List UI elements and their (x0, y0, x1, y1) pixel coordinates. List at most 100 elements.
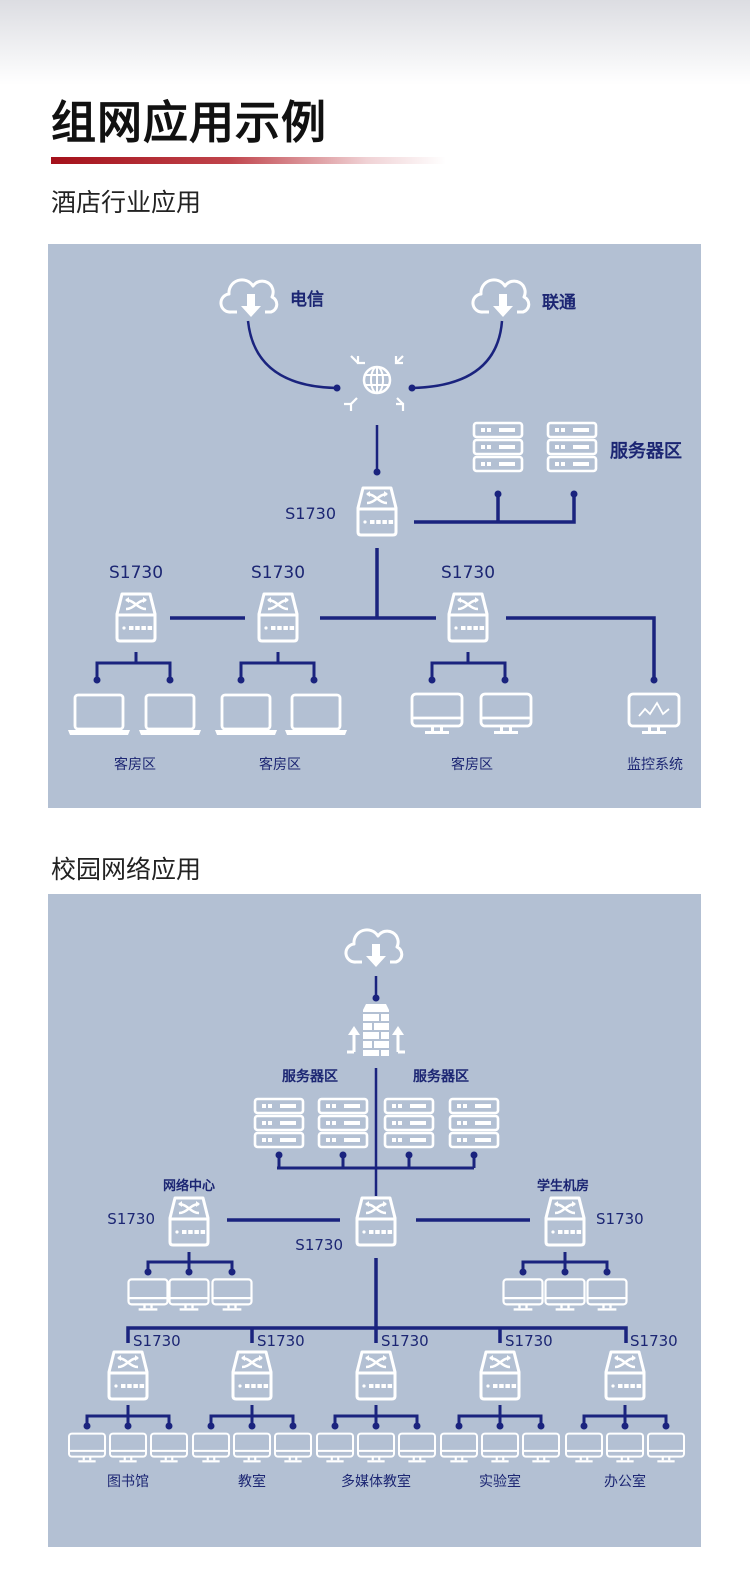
guest-room-zone-label: 客房区 (114, 756, 156, 773)
guest-room-zone-label: 客房区 (451, 756, 493, 773)
surveillance-link-line (506, 616, 656, 680)
cloud-download-icon (471, 278, 531, 317)
desktop-monitor-icon (127, 1278, 169, 1311)
desktop-monitor-icon (315, 1432, 355, 1463)
isp-link-telecom (246, 320, 337, 390)
isp-label-unicom: 联通 (542, 293, 576, 313)
access-switch-label: S1730 (630, 1332, 678, 1350)
branch-line (95, 661, 172, 680)
desktop-monitor-icon (191, 1432, 231, 1463)
desktop-monitor-icon (480, 1432, 520, 1463)
desktop-monitor-icon (356, 1432, 396, 1463)
guest-room-zone-label: 客房区 (259, 756, 301, 773)
desktop-monitor-icon (149, 1432, 189, 1463)
student-lab-label: 学生机房 (537, 1178, 589, 1194)
desktop-monitor-icon (586, 1278, 628, 1311)
laptop-icon (215, 693, 277, 735)
zone-label: 教室 (238, 1473, 266, 1490)
link-endpoint (580, 1422, 588, 1430)
link-endpoint (501, 676, 509, 684)
link-endpoint (650, 676, 658, 684)
link-endpoint (537, 1422, 545, 1430)
surveillance-label: 监控系统 (627, 757, 683, 773)
zone-label: 办公室 (604, 1473, 646, 1490)
server-rack-icon (253, 1097, 305, 1149)
desktop-monitor-icon (273, 1432, 313, 1463)
link-endpoint (83, 1422, 91, 1430)
campus-topology-diagram: 服务器区服务器区S1730网络中心S1730学生机房S1730S1730图书馆S… (67, 928, 686, 1490)
switch-icon (257, 592, 299, 643)
link-endpoint (339, 1151, 347, 1159)
firewall-icon (347, 1004, 405, 1058)
server-rack-icon (317, 1097, 369, 1149)
desktop-monitor-icon (108, 1432, 148, 1463)
desktop-monitor-icon (410, 692, 464, 734)
access-switch-label: S1730 (381, 1332, 429, 1350)
desktop-monitor-icon (605, 1432, 645, 1463)
link-endpoint (333, 384, 341, 392)
cloud-download-icon (344, 928, 404, 967)
access-switch-label: S1730 (505, 1332, 553, 1350)
link-endpoint (166, 676, 174, 684)
page-title: 组网应用示例 (51, 96, 328, 149)
link-endpoint (496, 1422, 504, 1430)
link-endpoint (372, 994, 380, 1002)
hotel-section-heading: 酒店行业应用 (51, 188, 202, 217)
link-endpoint (373, 468, 381, 476)
server-rack-icon (383, 1097, 435, 1149)
switch-icon (115, 592, 157, 643)
link-endpoint (248, 1422, 256, 1430)
desktop-monitor-icon (232, 1432, 272, 1463)
desktop-monitor-icon (544, 1278, 586, 1311)
zone-label: 图书馆 (107, 1474, 149, 1490)
server-link-line (414, 494, 576, 524)
access-switch-label: S1730 (109, 563, 163, 583)
link-endpoint (331, 1422, 339, 1430)
server-rack-icon (448, 1097, 500, 1149)
link-endpoint (93, 676, 101, 684)
link-endpoint (428, 676, 436, 684)
switch-icon (355, 1350, 397, 1401)
switch-icon (168, 1196, 210, 1247)
desktop-monitor-icon (564, 1432, 604, 1463)
desktop-monitor-icon (67, 1432, 107, 1463)
link-endpoint (408, 384, 416, 392)
link-endpoint (124, 1422, 132, 1430)
monitor-waveform-icon (627, 692, 681, 734)
server-zone-label: 服务器区 (610, 440, 682, 462)
switch-icon (356, 486, 398, 537)
laptop-icon (285, 693, 347, 735)
link-endpoint (561, 1268, 569, 1276)
link-endpoint (570, 490, 578, 498)
access-switch-label: S1730 (133, 1332, 181, 1350)
branch-line (239, 661, 316, 680)
link-endpoint (621, 1422, 629, 1430)
isp-link-unicom (411, 320, 504, 390)
server-zone-label: 服务器区 (282, 1068, 338, 1085)
link-endpoint (237, 676, 245, 684)
zone-label: 多媒体教室 (341, 1473, 411, 1490)
switch-icon (479, 1350, 521, 1401)
server-rack-icon (472, 421, 524, 473)
header-fade (0, 0, 750, 85)
switch-label: S1730 (107, 1210, 155, 1228)
isp-label-telecom: 电信 (290, 289, 324, 310)
server-rack-icon (546, 421, 598, 473)
desktop-monitor-icon (397, 1432, 437, 1463)
core-switch-label: S1730 (295, 1236, 343, 1254)
campus-section-heading: 校园网络应用 (51, 855, 202, 884)
link-endpoint (494, 490, 502, 498)
link-endpoint (207, 1422, 215, 1430)
link-endpoint (372, 1422, 380, 1430)
desktop-monitor-icon (479, 692, 533, 734)
server-zone-label: 服务器区 (413, 1068, 469, 1085)
core-switch-label: S1730 (285, 504, 336, 523)
desktop-monitor-icon (646, 1432, 686, 1463)
laptop-icon (139, 693, 201, 735)
link-endpoint (603, 1268, 611, 1276)
title-underline (51, 157, 446, 164)
link-endpoint (144, 1268, 152, 1276)
access-switch-label: S1730 (441, 563, 495, 583)
